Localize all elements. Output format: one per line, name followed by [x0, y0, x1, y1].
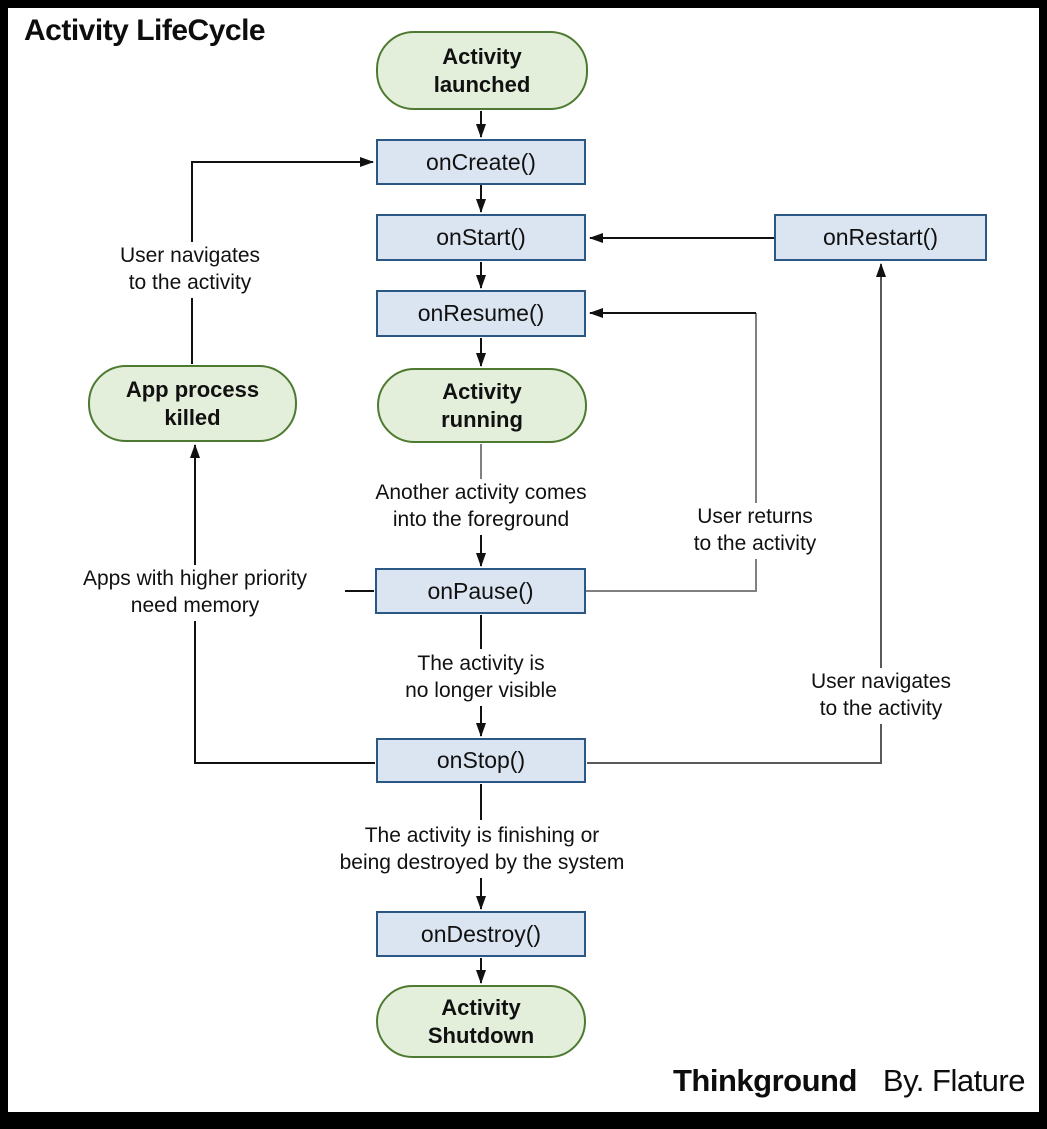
footer: Thinkground By. Flature — [673, 1063, 1026, 1099]
edge-onstop-to-killed — [190, 444, 375, 764]
label-no-longer-visible: The activity is no longer visible — [400, 650, 562, 706]
label-user-navigates-left: User navigates to the activity — [114, 242, 266, 298]
node-app-process-killed: App process killed — [88, 365, 297, 442]
edge-onstop-to-onrestart — [587, 263, 886, 764]
footer-brand: Thinkground — [673, 1063, 857, 1098]
node-onresume: onResume() — [376, 290, 586, 337]
label-activity-finishing: The activity is finishing or being destr… — [334, 822, 630, 878]
label-another-activity-foreground: Another activity comes into the foregrou… — [370, 479, 592, 535]
node-activity-shutdown: Activity Shutdown — [376, 985, 586, 1058]
label-apps-with-higher-priority: Apps with higher priority need memory — [77, 565, 313, 621]
node-onpause: onPause() — [375, 568, 586, 614]
node-activity-launched: Activity launched — [376, 31, 588, 110]
node-onrestart: onRestart() — [774, 214, 987, 261]
node-ondestroy: onDestroy() — [376, 911, 586, 957]
page-title: Activity LifeCycle — [24, 14, 266, 47]
node-onstop: onStop() — [376, 738, 586, 783]
node-oncreate: onCreate() — [376, 139, 586, 185]
label-user-returns: User returns to the activity — [688, 503, 822, 559]
label-user-navigates-right: User navigates to the activity — [805, 668, 957, 724]
edge-onpause-up — [586, 313, 757, 592]
node-onstart: onStart() — [376, 214, 586, 261]
node-activity-running: Activity running — [377, 368, 587, 443]
footer-byline: By. Flature — [882, 1063, 1026, 1098]
